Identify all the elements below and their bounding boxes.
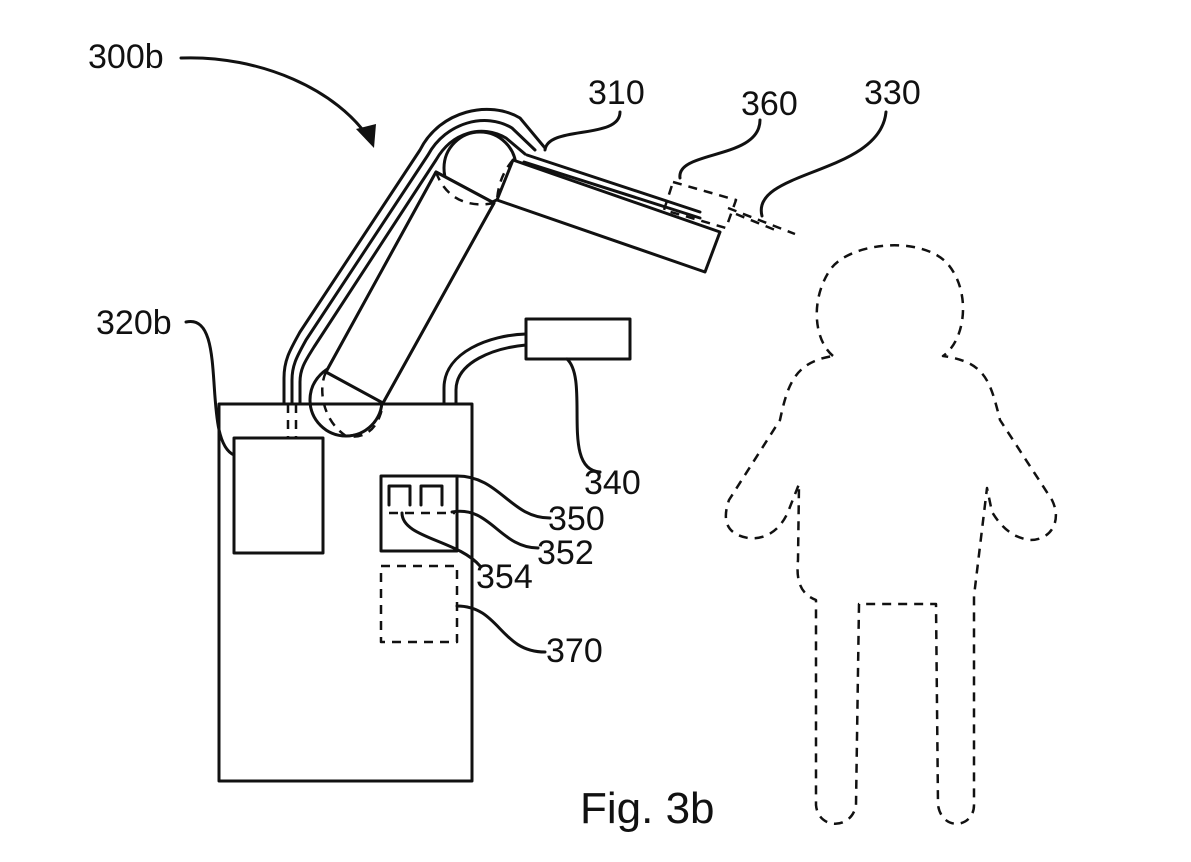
beam-330-a: [727, 206, 796, 236]
figure-caption: Fig. 3b: [580, 784, 715, 833]
leader-300b: [179, 56, 372, 142]
leader-320b: [184, 320, 236, 457]
control-unit-320b: [232, 436, 325, 555]
leader-354: [400, 511, 482, 568]
leader-360: [678, 118, 762, 180]
sensor-340: [524, 317, 632, 361]
component-370: [379, 564, 459, 644]
leader-350: [455, 474, 552, 520]
leader-330: [759, 110, 888, 218]
arm-tube-outer: [282, 107, 547, 406]
leader-310: [543, 110, 622, 152]
patient-silhouette: [724, 244, 1058, 825]
upper-arm-segment: [495, 158, 722, 274]
sensor-cable-outer: [442, 332, 528, 406]
leader-340: [565, 357, 602, 474]
bracket-352-right: [419, 484, 444, 507]
sensor-cable-inner: [454, 343, 528, 406]
leader-352: [450, 509, 540, 550]
base-cabinet: [217, 402, 474, 783]
component-350: [379, 474, 459, 553]
label-354: 354: [476, 558, 533, 596]
label-370: 370: [546, 632, 603, 670]
beam-330-b: [735, 212, 781, 234]
applicator-310-outer: [525, 153, 702, 214]
label-310: 310: [588, 74, 645, 112]
label-300b: 300b: [88, 38, 164, 76]
elbow-joint-dashed: [495, 159, 514, 201]
label-320b: 320b: [96, 304, 172, 342]
label-340: 340: [584, 464, 641, 502]
label-360: 360: [741, 85, 798, 123]
label-352: 352: [537, 534, 594, 572]
applicator-310-inner: [522, 160, 702, 220]
label-350: 350: [548, 500, 605, 538]
leader-370: [455, 604, 547, 654]
bracket-352-left: [387, 484, 412, 507]
leader-300b-arrowhead: [356, 124, 376, 148]
arm-tube-middle: [290, 119, 537, 406]
elbow-joint-overlap: [434, 171, 495, 206]
label-330: 330: [864, 74, 921, 112]
shoulder-joint-overlap: [321, 371, 385, 438]
